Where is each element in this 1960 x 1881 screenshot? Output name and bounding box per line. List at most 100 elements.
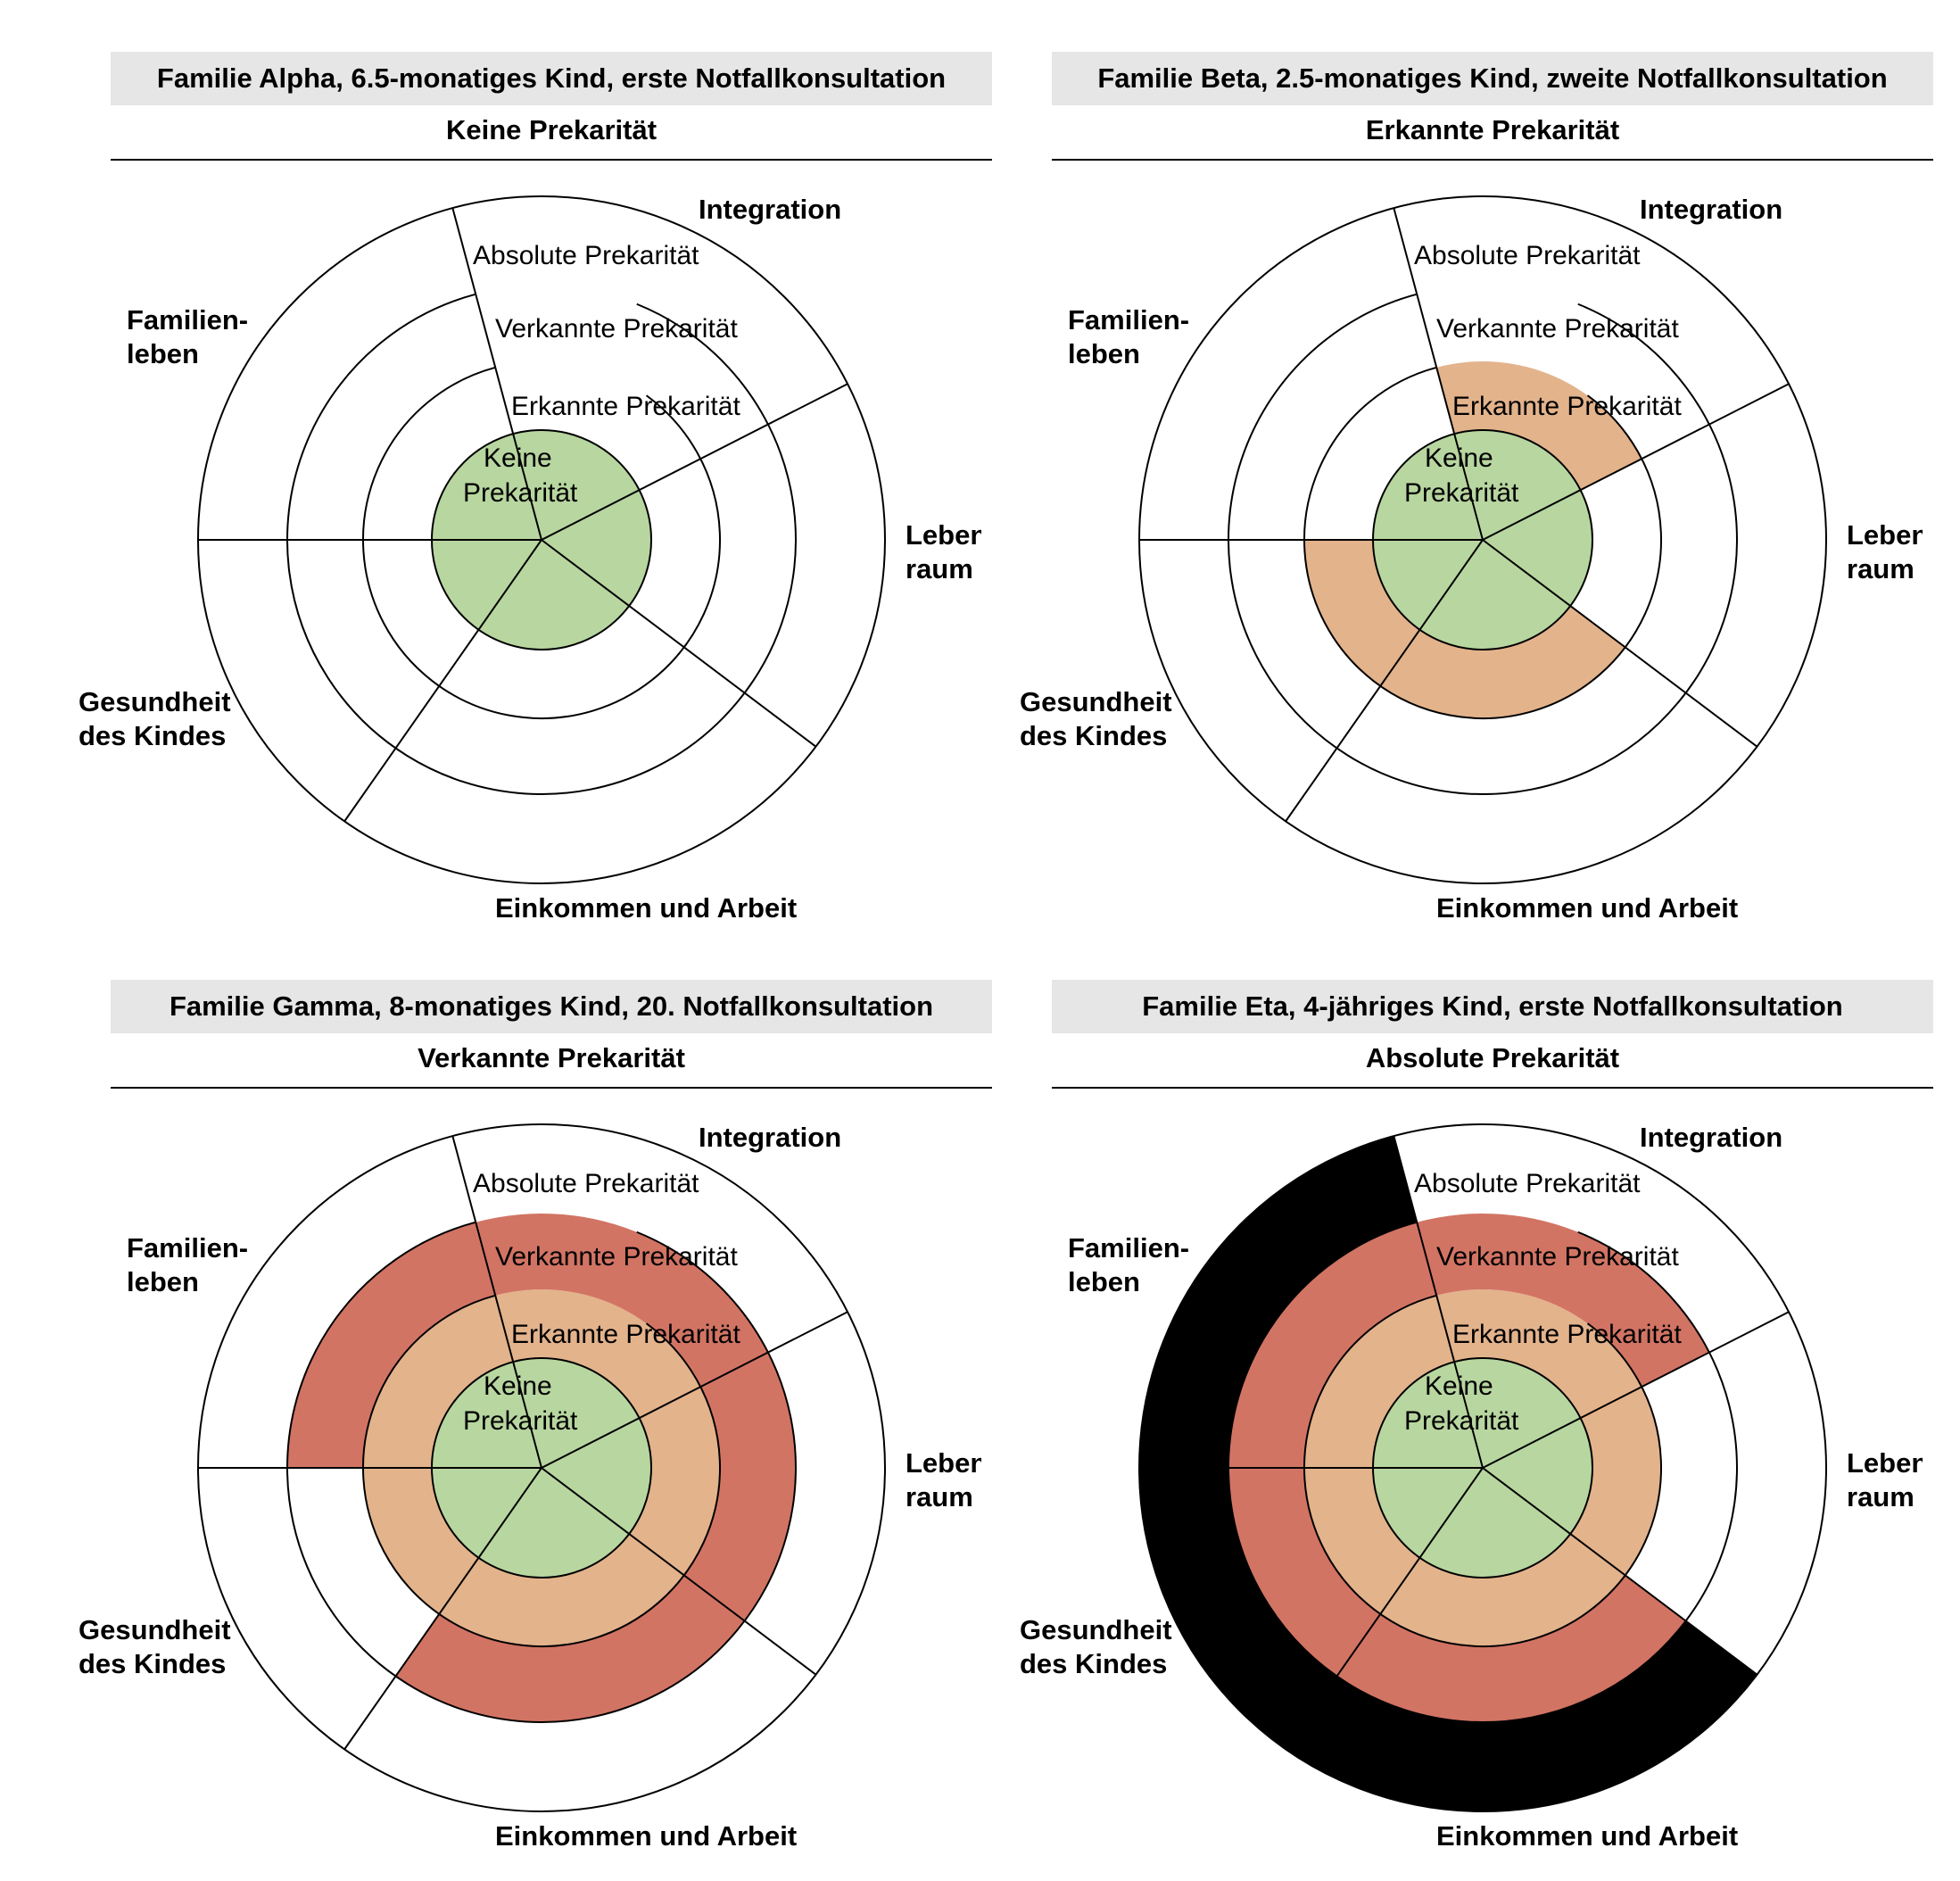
segment-divider — [343, 539, 542, 822]
segment-label-einkommen: Einkommen und Arbeit — [495, 892, 797, 924]
ring-label-erkannte: Erkannte Prekarität — [511, 1320, 740, 1349]
segment-label-familienleben: Familien- — [127, 1232, 248, 1264]
segment-label-integration: Integration — [699, 1122, 841, 1153]
segment-fill-level-2 — [1570, 1387, 1661, 1576]
segment-fill-level-2 — [1436, 361, 1642, 491]
segment-fill-level-1 — [1483, 490, 1592, 607]
segment-fill-level-3 — [1228, 1222, 1437, 1468]
segment-divider — [1482, 1467, 1758, 1676]
segment-divider — [1482, 1311, 1790, 1469]
segment-divider — [541, 539, 817, 748]
segment-fill-level-4 — [1139, 1136, 1418, 1468]
segment-label-gesundheit: des Kindes — [1020, 720, 1167, 751]
ring-circle — [1303, 366, 1662, 719]
segment-fill-level-2 — [495, 1289, 701, 1419]
segment-label-gesundheit: des Kindes — [79, 720, 226, 751]
ring-fills — [287, 1214, 796, 1722]
ring-label-absolute: Absolute Prekarität — [1414, 241, 1641, 270]
center-label: Keine — [484, 1371, 552, 1401]
ring-label-absolute: Absolute Prekarität — [473, 241, 699, 270]
center-label: Keine — [1425, 1371, 1493, 1401]
segment-label-gesundheit: des Kindes — [79, 1648, 226, 1679]
panel-alpha: Familie Alpha, 6.5-monatiges Kind, erste… — [0, 0, 992, 928]
segment-label-familienleben: leben — [1068, 338, 1140, 369]
ring-label-erkannte: Erkannte Prekarität — [511, 392, 740, 421]
segment-fill-level-2 — [1304, 1468, 1420, 1614]
panel-subtitle: Erkannte Prekarität — [1365, 114, 1620, 145]
segment-fill-level-2 — [363, 1468, 479, 1614]
ring-lines — [197, 195, 886, 884]
segment-label-lebensraum: raum — [906, 553, 973, 584]
ring-circle — [286, 293, 797, 795]
segment-label-gesundheit: Gesundheit — [1020, 1614, 1172, 1645]
segment-label-einkommen: Einkommen und Arbeit — [495, 1820, 797, 1852]
segment-divider — [451, 1135, 542, 1469]
segment-label-einkommen: Einkommen und Arbeit — [1436, 892, 1738, 924]
ring-label-verkannte: Verkannte Prekarität — [1436, 1242, 1679, 1272]
ring-label-erkannte: Erkannte Prekarität — [1452, 392, 1682, 421]
segment-label-familienleben: Familien- — [1068, 304, 1189, 336]
segment-fill-level-1 — [1483, 1418, 1592, 1535]
segment-divider — [541, 1311, 848, 1469]
panel-divider — [111, 1087, 992, 1089]
center-label: Prekarität — [1404, 1406, 1519, 1436]
panel-title: Familie Gamma, 8-monatiges Kind, 20. Not… — [111, 980, 992, 1033]
segment-fill-level-1 — [478, 540, 630, 650]
panel-subtitle: Verkannte Prekarität — [418, 1042, 685, 1073]
ring-circle — [286, 1221, 797, 1723]
segment-fill-level-1 — [1419, 540, 1571, 650]
segment-divider — [1393, 1135, 1484, 1469]
segment-fill-level-4 — [1139, 1468, 1337, 1750]
segment-fill-level-3 — [476, 1214, 768, 1388]
segment-label-einkommen: Einkommen und Arbeit — [1436, 1820, 1738, 1852]
segment-label-lebensraum: raum — [1847, 1481, 1915, 1512]
segment-label-integration: Integration — [1640, 1122, 1782, 1153]
ring-fills — [1304, 361, 1642, 718]
segment-fill-level-1 — [542, 490, 651, 607]
segment-fill-level-1 — [432, 1468, 542, 1558]
segment-label-gesundheit: Gesundheit — [79, 686, 231, 717]
segment-divider — [343, 1467, 542, 1750]
panel-gamma: Familie Gamma, 8-monatiges Kind, 20. Not… — [0, 928, 992, 1856]
segment-divider — [451, 207, 542, 541]
panel-divider — [1052, 159, 1933, 161]
segment-fill-level-3 — [683, 1352, 796, 1621]
segment-label-familienleben: leben — [127, 338, 199, 369]
segment-fill-level-2 — [1380, 606, 1625, 718]
segment-label-integration: Integration — [699, 194, 841, 225]
segment-label-lebensraum: Lebens- — [1847, 519, 1923, 551]
segment-label-familienleben: leben — [127, 1266, 199, 1297]
center-label: Prekarität — [463, 1406, 578, 1436]
panel-title: Familie Beta, 2.5-monatiges Kind, zweite… — [1052, 52, 1933, 105]
segment-fill-level-1 — [1419, 1468, 1571, 1578]
ring-label-verkannte: Verkannte Prekarität — [495, 1242, 738, 1272]
ring-lines — [1138, 195, 1827, 884]
segment-fill-level-2 — [363, 1295, 514, 1468]
ring-circle — [362, 366, 721, 719]
segment-fill-level-1 — [1454, 1358, 1581, 1468]
segment-fill-level-1 — [478, 1468, 630, 1578]
segment-label-lebensraum: raum — [906, 1481, 973, 1512]
segment-fill-level-3 — [1417, 1214, 1709, 1388]
segment-fill-level-3 — [395, 1575, 745, 1722]
segment-fill-level-2 — [1380, 1534, 1625, 1646]
ring-circle — [362, 1294, 721, 1647]
segment-label-integration: Integration — [1640, 194, 1782, 225]
segment-fill-level-1 — [432, 540, 542, 630]
panel-title: Familie Alpha, 6.5-monatiges Kind, erste… — [111, 52, 992, 105]
segment-fill-level-2 — [1436, 1289, 1642, 1419]
segment-divider — [1285, 1467, 1484, 1750]
panel-divider — [1052, 1087, 1933, 1089]
segment-label-gesundheit: des Kindes — [1020, 1648, 1167, 1679]
segment-fill-level-1 — [1373, 1362, 1483, 1468]
segment-divider — [1482, 383, 1790, 541]
center-label: Keine — [484, 443, 552, 473]
segment-divider — [1285, 539, 1484, 822]
